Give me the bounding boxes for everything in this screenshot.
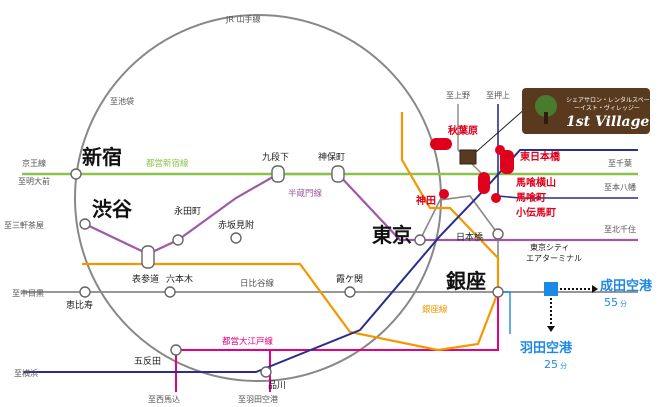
- omotesando-marker: [141, 245, 155, 269]
- svg-text:シェアサロン・レンタルスペース: シェアサロン・レンタルスペース: [566, 96, 655, 104]
- station-kodemmacho: 小伝馬町: [515, 206, 556, 219]
- ginza-marker: [492, 286, 504, 298]
- ueno-connector: [457, 104, 485, 177]
- highlight-markers: [430, 138, 514, 203]
- logo-pointer: [475, 107, 527, 153]
- dir-nishimagome: 至西馬込: [148, 395, 180, 404]
- shibuya-marker: [79, 218, 91, 230]
- ebisu-marker: [79, 286, 91, 298]
- station-shinagawa: 品川: [268, 380, 286, 391]
- station-ginza: 銀座: [446, 269, 486, 293]
- dir-haneda: 至羽田空港: [238, 394, 278, 404]
- dir-ikebukuro: 至池袋: [110, 96, 134, 106]
- station-shibuya: 渋谷: [92, 197, 133, 221]
- brand-logo: シェアサロン・レンタルスペース ーイスト・ヴィレッジー 1st Village: [522, 88, 655, 134]
- nagatacho-marker: [172, 234, 184, 246]
- dir-yokohama: 至横浜: [14, 368, 38, 378]
- tcat-marker: [544, 282, 558, 296]
- station-tokyo: 東京: [372, 223, 412, 247]
- tcat-label-line1: 東京シティ: [530, 242, 570, 252]
- dir-motoyawata: 至本八幡: [604, 182, 636, 192]
- kanda-marker: [439, 189, 449, 199]
- akihabara-marker: [430, 138, 452, 150]
- kudanshita-marker: [271, 165, 285, 183]
- dir-oshiage: 至押上: [486, 90, 510, 100]
- haneda-time: 25: [544, 358, 558, 371]
- narita-arrowhead: [592, 285, 598, 293]
- station-kudanshita: 九段下: [262, 151, 289, 163]
- station-nihombashi: 日本橋: [456, 231, 483, 243]
- kodemmacho-marker: [491, 193, 501, 203]
- station-gotanda: 五反田: [134, 356, 161, 367]
- kodemmacho-dot: [495, 145, 505, 155]
- narita-time: 55: [604, 296, 618, 309]
- svg-text:1st Village: 1st Village: [566, 114, 649, 130]
- station-bakuroyokoyama: 馬喰横山: [516, 176, 556, 189]
- dir-keio: 京王線: [22, 158, 46, 168]
- kasumigaseki-marker: [344, 286, 356, 298]
- shinagawa-marker: [260, 366, 272, 378]
- station-kasumigaseki: 霞ケ関: [336, 274, 363, 285]
- office-location-marker: [459, 149, 477, 165]
- asakusa-line: [24, 149, 638, 373]
- tcat-label-line2: エアターミナル: [526, 254, 582, 263]
- station-markers: [70, 165, 504, 378]
- gray-connector-line: [419, 195, 499, 292]
- station-roppongi: 六本木: [166, 273, 193, 285]
- haneda-airport: 羽田空港: [520, 340, 573, 356]
- label-toei-oedo: 都営大江戸線: [222, 336, 274, 347]
- shinjuku-marker: [70, 168, 82, 180]
- haneda-arrowhead: [547, 326, 555, 332]
- haneda-link: [498, 291, 511, 334]
- station-bakurocho: 馬喰町: [516, 191, 546, 204]
- label-hanzomon: 半蔵門線: [288, 188, 323, 199]
- haneda-unit: 分: [560, 361, 567, 370]
- gotanda-marker: [170, 344, 182, 356]
- station-higashi-nihombashi: 東日本橋: [520, 150, 561, 163]
- jimbocho-marker: [331, 165, 345, 183]
- station-kanda: 神田: [416, 194, 436, 207]
- dir-sangenjaya: 至三軒茶屋: [4, 220, 44, 230]
- bakuroyokoyama-marker: [478, 172, 490, 194]
- dir-kitasenju: 至北千住: [604, 224, 636, 234]
- station-ebisu: 恵比寿: [66, 299, 93, 311]
- station-nagatacho: 永田町: [174, 205, 201, 217]
- dir-chiba: 至千葉: [608, 158, 632, 168]
- nihombashi-marker: [492, 228, 504, 240]
- loop-label: JR 山手線: [225, 14, 260, 24]
- dir-ueno: 至上野: [446, 91, 470, 100]
- narita-unit: 分: [620, 299, 627, 308]
- toei-oedo-line-east: [270, 292, 499, 351]
- tree-icon: [535, 95, 557, 117]
- station-jimbocho: 神保町: [318, 151, 345, 163]
- higashi-nihombashi-marker: [500, 150, 514, 174]
- ginza-line-north: [400, 112, 500, 352]
- label-hibiya: 日比谷線: [240, 278, 275, 289]
- dir-nakameguro: 至中目黒: [12, 288, 44, 298]
- ginza-line: [82, 262, 439, 352]
- label-ginza-line: 銀座線: [422, 304, 448, 315]
- svg-text:ーイスト・ヴィレッジー: ーイスト・ヴィレッジー: [574, 104, 640, 112]
- station-shinjuku: 新宿: [82, 145, 122, 169]
- station-akasakamitsuke: 赤坂見附: [218, 219, 254, 231]
- akasakamitsuke-marker: [230, 232, 242, 244]
- label-toei-shinjuku: 都営新宿線: [146, 158, 189, 169]
- station-omotesando: 表参道: [132, 273, 159, 285]
- tokyo-marker: [414, 234, 426, 246]
- station-akihabara: 秋葉原: [448, 124, 478, 137]
- dir-meidaimae: 至明大前: [18, 176, 50, 186]
- narita-airport: 成田空港: [600, 278, 653, 294]
- roppongi-marker: [164, 286, 176, 298]
